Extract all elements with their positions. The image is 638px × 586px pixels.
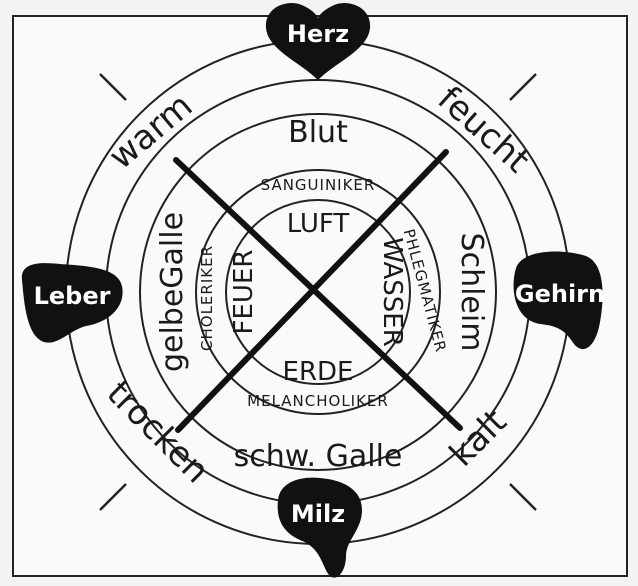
humor-schwarze-galle: schw. Galle: [234, 439, 403, 474]
element-circle: [225, 199, 411, 385]
cross-line-a: [173, 157, 463, 431]
organ-herz: Herz: [287, 20, 349, 48]
cross-line-b: [175, 149, 449, 433]
organ-gehirn: Gehirn: [515, 280, 605, 308]
spleen-shape: [277, 477, 362, 578]
humor-circle: [139, 113, 497, 471]
organ-leber: Leber: [34, 282, 111, 310]
tick-bottom-left: [99, 483, 127, 511]
tick-top-right: [509, 73, 537, 101]
element-wasser: WASSER: [377, 237, 407, 347]
brain-shape: [513, 251, 603, 350]
humor-schleim: Schleim: [454, 233, 489, 352]
tick-bottom-right: [509, 483, 537, 511]
element-erde: ERDE: [283, 357, 354, 387]
tick-top-left: [99, 73, 127, 101]
element-luft: LUFT: [287, 209, 350, 239]
temperament-choleriker: CHOLERIKER: [198, 245, 216, 351]
humor-blut: Blut: [288, 115, 348, 150]
humor-gelbe-galle: gelbeGalle: [155, 212, 190, 372]
temperament-sanguiniker: SANGUINIKER: [261, 176, 376, 194]
temperament-circle: [195, 169, 442, 415]
liver-shape: [21, 263, 123, 343]
organ-milz: Milz: [291, 500, 345, 528]
temperament-melancholiker: MELANCHOLIKER: [247, 392, 389, 410]
element-feuer: FEUER: [229, 250, 259, 335]
heart-shape: [265, 2, 371, 80]
